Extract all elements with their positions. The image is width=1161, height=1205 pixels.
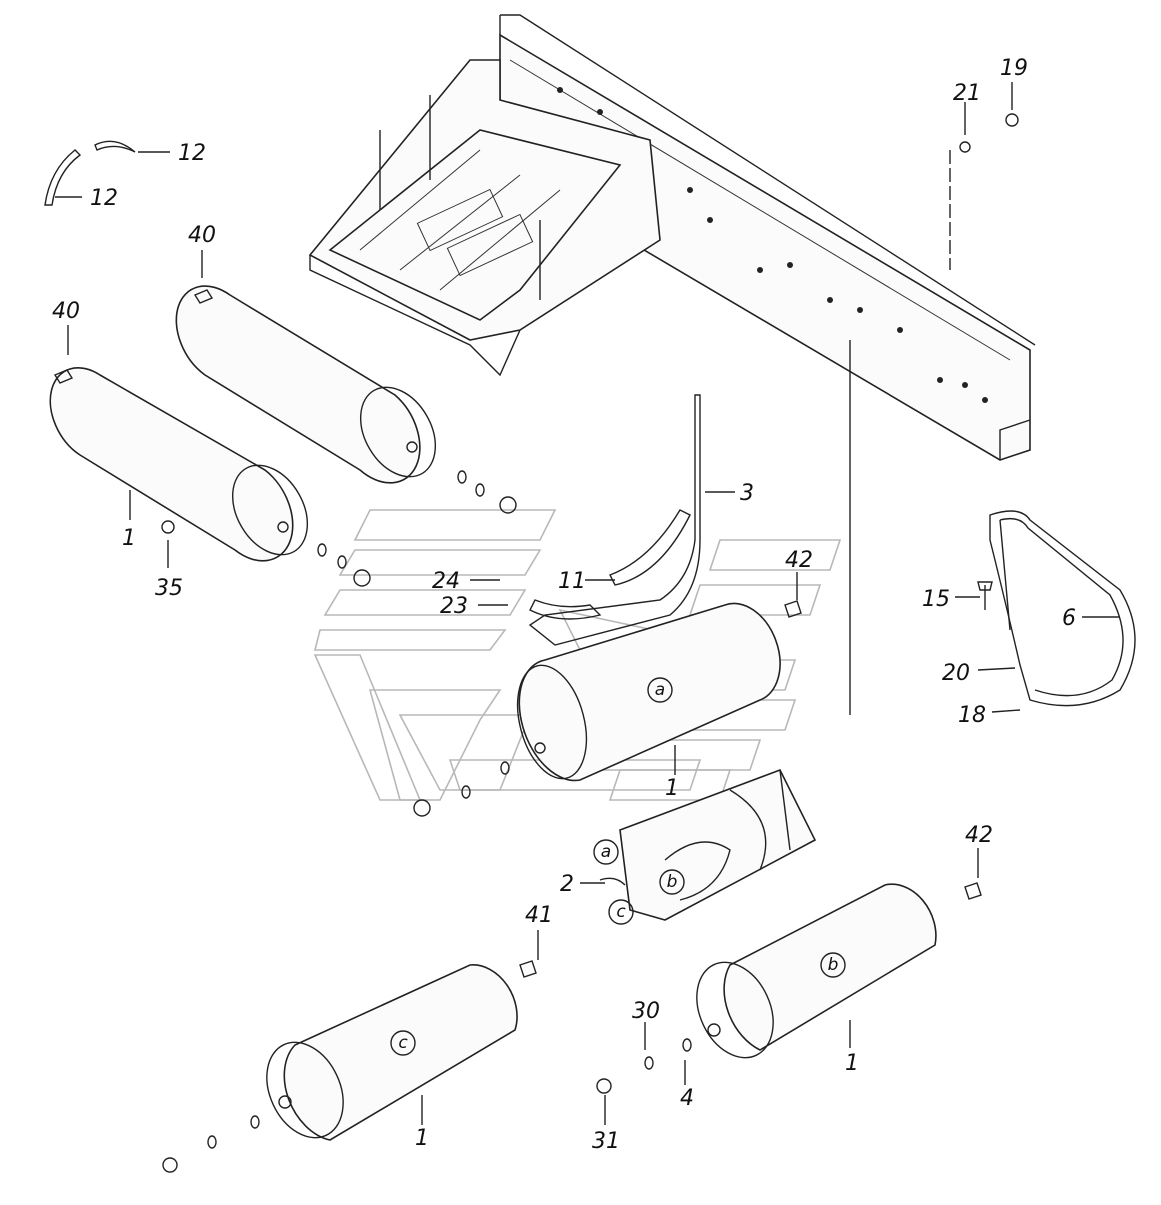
callout-15: 15 — [922, 587, 950, 612]
callout-2: 2 — [560, 872, 574, 897]
svg-text:c: c — [398, 1033, 408, 1053]
air-tank-lower-right — [696, 882, 982, 1059]
air-tank-upper-rear — [175, 285, 437, 484]
callout-12-lower: 12 — [90, 186, 118, 211]
callout-40-rear: 40 — [188, 223, 216, 248]
callout-40-front: 40 — [52, 299, 80, 324]
svg-text:c: c — [616, 902, 626, 922]
callout-1-middle: 1 — [665, 776, 679, 801]
fittings-lower — [162, 1038, 692, 1173]
callout-35: 35 — [155, 576, 183, 601]
callout-41: 41 — [525, 903, 553, 928]
fittings-middle — [413, 600, 802, 817]
callout-42-lower: 42 — [965, 823, 993, 848]
svg-text:b: b — [828, 955, 839, 975]
callout-12-upper: 12 — [178, 141, 206, 166]
callout-leaders — [55, 82, 1120, 1125]
callout-23: 23 — [440, 594, 468, 619]
svg-text:b: b — [667, 872, 678, 892]
strap-3 — [528, 394, 701, 646]
marker-a-bracket: a — [593, 839, 619, 865]
strap-6 — [989, 510, 1136, 707]
callout-3: 3 — [740, 481, 754, 506]
svg-text:a: a — [655, 680, 665, 700]
air-tank-upper-front — [49, 366, 309, 562]
callout-31: 31 — [592, 1129, 620, 1154]
marker-c-tank: c — [390, 1030, 416, 1056]
callout-18: 18 — [958, 703, 986, 728]
callout-20: 20 — [942, 661, 970, 686]
marker-a-tank: a — [647, 677, 673, 703]
callout-6: 6 — [1062, 606, 1076, 631]
callout-11: 11 — [558, 569, 586, 594]
callout-19: 19 — [1000, 56, 1028, 81]
bracket-assembly-2 — [599, 768, 817, 921]
clip-pieces-12 — [44, 140, 136, 206]
callout-1-upper: 1 — [122, 526, 136, 551]
air-tank-lower-left — [266, 960, 537, 1141]
callout-1-left: 1 — [415, 1126, 429, 1151]
callout-42-upper: 42 — [785, 548, 813, 573]
bolt-15 — [977, 581, 993, 610]
fittings-upper — [53, 113, 1019, 587]
callout-24: 24 — [432, 569, 460, 594]
marker-b-tank: b — [820, 952, 846, 978]
marker-c-bracket: c — [608, 899, 634, 925]
battery-carrier — [308, 59, 661, 377]
svg-text:a: a — [601, 842, 611, 862]
callout-30: 30 — [632, 999, 660, 1024]
marker-b-bracket: b — [659, 869, 685, 895]
air-tank-middle — [516, 602, 781, 782]
callout-4: 4 — [680, 1086, 694, 1111]
callout-1-right: 1 — [845, 1051, 859, 1076]
callout-21: 21 — [953, 81, 981, 106]
